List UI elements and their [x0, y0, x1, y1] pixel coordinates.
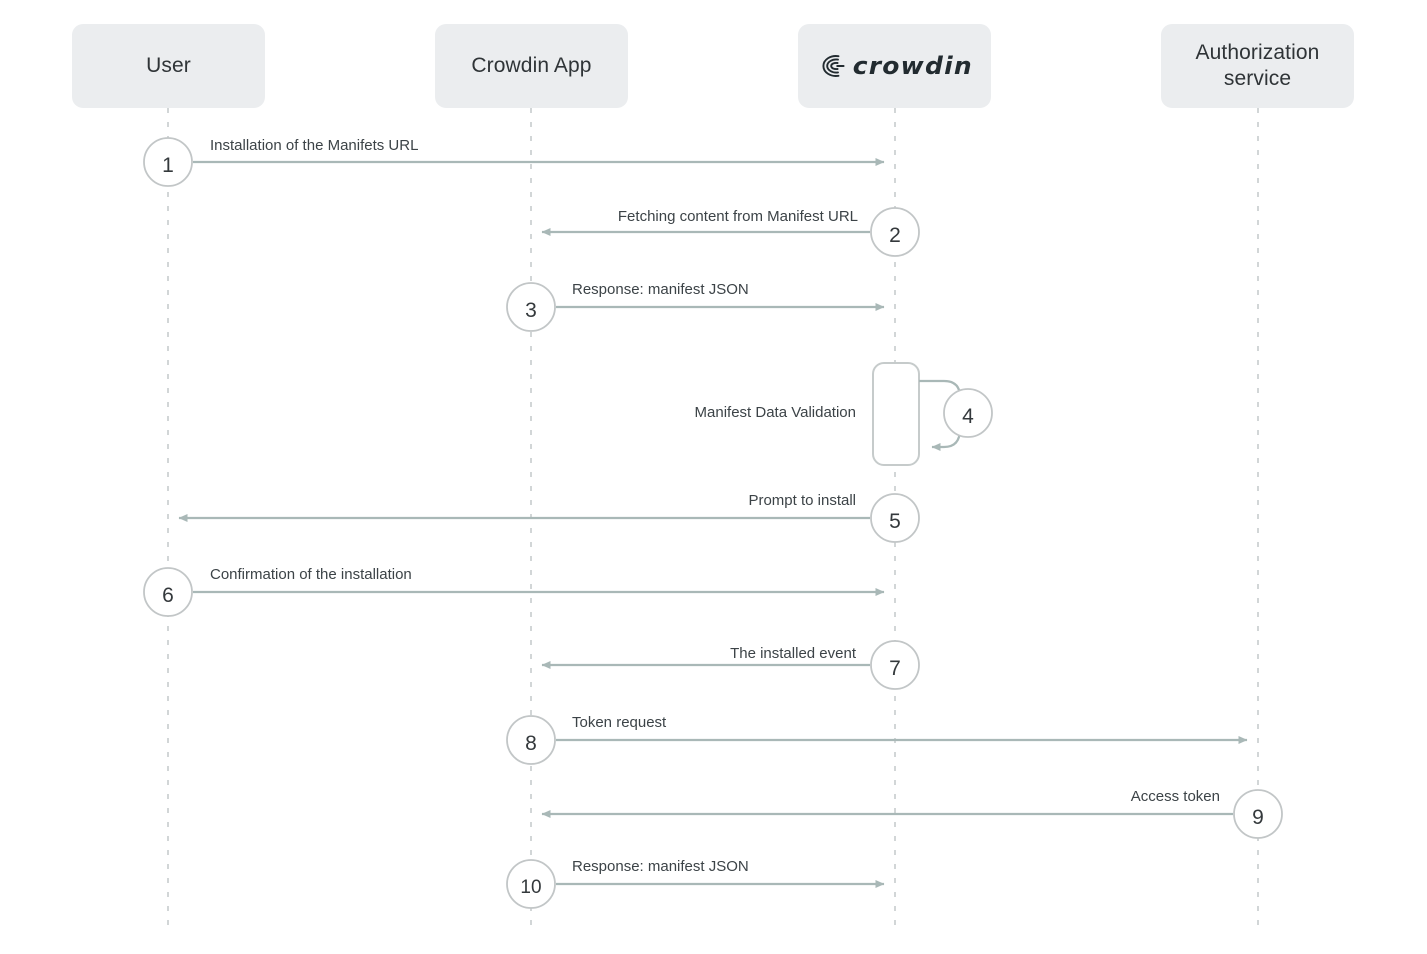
step-number-9: 9 — [1252, 806, 1264, 829]
message-label-7: The installed event — [730, 645, 856, 662]
step-number-4: 4 — [962, 405, 974, 428]
activation-box-crowdin — [872, 362, 920, 466]
step-circle-9 — [1233, 789, 1283, 839]
actor-box-user[interactable]: User — [72, 24, 265, 108]
message-label-4: Manifest Data Validation — [694, 404, 856, 421]
step-circle-3 — [506, 282, 556, 332]
step-number-10: 10 — [520, 877, 542, 898]
crowdin-wordmark: crowdin — [852, 52, 973, 80]
message-label-9: Access token — [1130, 788, 1220, 805]
step-number-7: 7 — [889, 657, 901, 680]
step-circle-8 — [506, 715, 556, 765]
crowdin-logo: crowdin — [819, 52, 971, 80]
message-label-8: Token request — [572, 714, 667, 731]
message-label-6: Confirmation of the installation — [210, 566, 412, 583]
step-circle-6 — [143, 567, 193, 617]
step-number-3: 3 — [525, 299, 537, 322]
message-label-2: Fetching content from Manifest URL — [617, 208, 858, 225]
step-number-1: 1 — [162, 154, 174, 177]
step-circle-2 — [870, 207, 920, 257]
step-number-6: 6 — [162, 584, 174, 607]
step-number-5: 5 — [889, 510, 901, 533]
actor-box-authorization-service[interactable]: Authorization service — [1161, 24, 1354, 108]
actor-box-crowdin-app[interactable]: Crowdin App — [435, 24, 628, 108]
message-label-3: Response: manifest JSON — [572, 281, 749, 298]
actor-label-crowdin-app: Crowdin App — [471, 53, 592, 77]
message-label-10: Response: manifest JSON — [572, 858, 749, 875]
actor-box-crowdin[interactable]: crowdin — [798, 24, 991, 108]
step-number-2: 2 — [889, 224, 901, 247]
message-label-1: Installation of the Manifets URL — [210, 137, 419, 154]
step-circle-7 — [870, 640, 920, 690]
crowdin-swoosh-icon — [822, 55, 845, 77]
step-circle-1 — [143, 137, 193, 187]
message-label-5: Prompt to install — [748, 492, 856, 509]
actor-label-user: User — [146, 53, 191, 77]
step-circle-5 — [870, 493, 920, 543]
actor-label-authorization-service: Authorization service — [1195, 40, 1320, 90]
step-number-8: 8 — [525, 732, 537, 755]
step-circle-4 — [943, 388, 993, 438]
step-circle-10 — [506, 859, 556, 909]
